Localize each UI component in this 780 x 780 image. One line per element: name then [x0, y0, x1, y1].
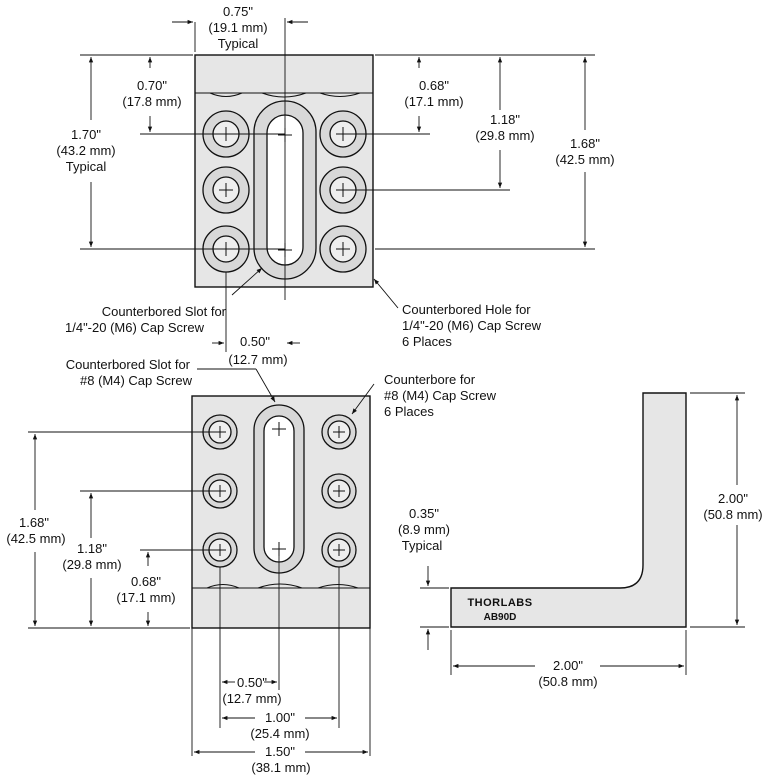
- side-view: THORLABS AB90D 0.35" (8.9 mm) Typical 2.…: [398, 392, 763, 689]
- dim-top-right-hole: 0.68" (17.1 mm): [343, 54, 464, 135]
- bottom-hole: [321, 532, 357, 568]
- dim-label: (12.7 mm): [222, 691, 281, 706]
- callout-label: #8 (M4) Cap Screw: [384, 388, 497, 403]
- dim-label: (29.8 mm): [62, 557, 121, 572]
- top-hole: [202, 166, 250, 214]
- dim-label: 1.50": [265, 744, 295, 759]
- callout-label: 1/4"-20 (M6) Cap Screw: [65, 320, 205, 335]
- bottom-slot: [253, 404, 305, 574]
- dim-label: 1.18": [77, 541, 107, 556]
- dim-label: 1.00": [265, 710, 295, 725]
- bottom-hole: [321, 414, 357, 450]
- dim-label: (50.8 mm): [703, 507, 762, 522]
- dim-bottom-hole-pitch: 1.00" (25.4 mm): [222, 710, 337, 741]
- dim-label: (42.5 mm): [6, 531, 65, 546]
- dim-label: 1.68": [19, 515, 49, 530]
- dim-label: 0.75": [223, 4, 253, 19]
- dim-top-slot-offset: 0.50" (12.7 mm): [212, 272, 300, 367]
- dim-label: (29.8 mm): [475, 128, 534, 143]
- dim-bottom-slot-offset: 0.50" (12.7 mm): [222, 675, 282, 706]
- dim-top-total-height: 1.68" (42.5 mm): [375, 54, 615, 250]
- dim-label: 0.68": [131, 574, 161, 589]
- dim-label: Typical: [66, 159, 107, 174]
- dim-top-hole-offset: 0.70" (17.8 mm): [122, 54, 285, 135]
- dim-label: (19.1 mm): [208, 20, 267, 35]
- dim-label: (12.7 mm): [228, 352, 287, 367]
- brand-logo: THORLABS: [467, 597, 532, 609]
- callout-label: Counterbored Slot for: [66, 357, 191, 372]
- callout-label: Counterbore for: [384, 372, 476, 387]
- dim-label: Typical: [402, 538, 443, 553]
- dim-top-height-typical: 1.70" (43.2 mm) Typical: [56, 54, 285, 250]
- dim-label: 1.68": [570, 136, 600, 151]
- dim-top-width-typical: 0.75" (19.1 mm) Typical: [172, 4, 308, 300]
- dim-label: (17.1 mm): [116, 590, 175, 605]
- dim-label: 0.35": [409, 506, 439, 521]
- dim-label: (43.2 mm): [56, 143, 115, 158]
- callout-label: Counterbored Hole for: [402, 302, 531, 317]
- dim-label: (50.8 mm): [538, 674, 597, 689]
- dim-top-hole-span: 1.18" (29.8 mm): [343, 54, 535, 191]
- dim-label: 1.18": [490, 112, 520, 127]
- dim-side-thickness: 0.35" (8.9 mm) Typical: [398, 506, 450, 650]
- callout-top-hole: Counterbored Hole for 1/4"-20 (M6) Cap S…: [373, 278, 542, 349]
- callout-bottom-counterbore: Counterbore for #8 (M4) Cap Screw 6 Plac…: [351, 372, 497, 419]
- bottom-hole: [321, 473, 357, 509]
- dim-label: (8.9 mm): [398, 522, 450, 537]
- dim-label: (17.8 mm): [122, 94, 181, 109]
- dim-label: 0.68": [419, 78, 449, 93]
- dim-label: (17.1 mm): [404, 94, 463, 109]
- dim-side-length: 2.00" (50.8 mm): [450, 630, 687, 689]
- dim-label: 1.70": [71, 127, 101, 142]
- dim-label: 0.50": [237, 675, 267, 690]
- dim-label: Typical: [218, 36, 259, 51]
- dim-bottom-hole-span: 1.18" (29.8 mm): [62, 490, 220, 629]
- callout-bottom-slot: Counterbored Slot for #8 (M4) Cap Screw: [66, 357, 276, 403]
- callout-label: 1/4"-20 (M6) Cap Screw: [402, 318, 542, 333]
- callout-label: #8 (M4) Cap Screw: [80, 373, 193, 388]
- dim-bottom-width: 1.50" (38.1 mm): [194, 744, 368, 775]
- callout-label: Counterbored Slot for: [102, 304, 227, 319]
- dim-bottom-hole-offset: 0.68" (17.1 mm): [116, 549, 220, 626]
- dim-label: 0.70": [137, 78, 167, 93]
- side-view-profile: [450, 392, 687, 628]
- bottom-view: Counterbored Slot for #8 (M4) Cap Screw …: [6, 357, 496, 775]
- top-hole: [319, 225, 367, 273]
- top-view: 0.75" (19.1 mm) Typical 0.70" (17.8 mm) …: [56, 4, 614, 367]
- model-label: AB90D: [484, 612, 517, 623]
- dim-label: (25.4 mm): [250, 726, 309, 741]
- dim-side-height: 2.00" (50.8 mm): [690, 392, 763, 628]
- dim-label: 2.00": [718, 491, 748, 506]
- callout-top-slot: Counterbored Slot for 1/4"-20 (M6) Cap S…: [65, 267, 263, 335]
- callout-label: 6 Places: [384, 404, 434, 419]
- callout-label: 6 Places: [402, 334, 452, 349]
- dim-bottom-total-height: 1.68" (42.5 mm): [6, 431, 220, 629]
- dim-label: (38.1 mm): [251, 760, 310, 775]
- dim-label: 2.00": [553, 658, 583, 673]
- dim-label: (42.5 mm): [555, 152, 614, 167]
- dim-label: 0.50": [240, 334, 270, 349]
